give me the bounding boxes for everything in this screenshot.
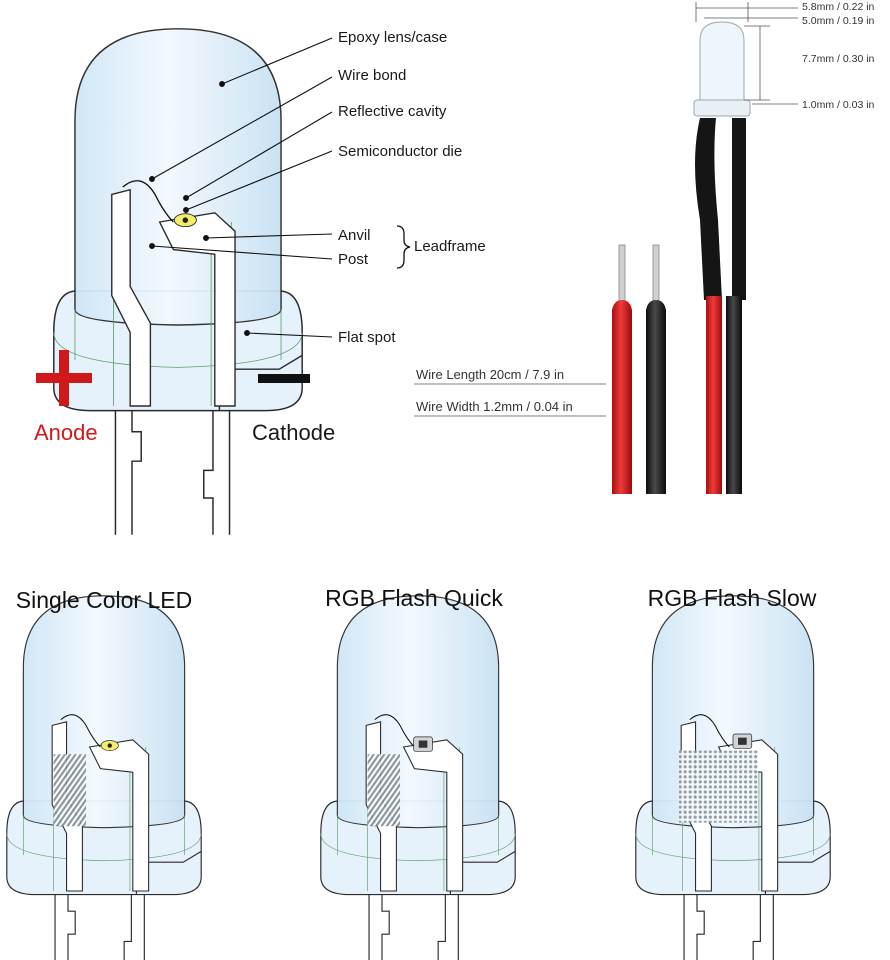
label-reflective-cavity: Reflective cavity bbox=[338, 103, 447, 120]
dimension-lines bbox=[414, 2, 798, 417]
label-cathode: Cathode bbox=[252, 420, 335, 445]
wired-led-photo bbox=[612, 21, 751, 494]
dimension-labels: 5.8mm / 0.22 in 5.0mm / 0.19 in 7.7mm / … bbox=[416, 1, 875, 414]
leadframe-brace bbox=[396, 225, 411, 269]
anatomy-pointers bbox=[149, 37, 333, 338]
dim-width-inner: 5.0mm / 0.19 in bbox=[802, 15, 875, 27]
dim-wire-width: Wire Width 1.2mm / 0.04 in bbox=[416, 399, 573, 414]
label-leadframe: Leadframe bbox=[414, 238, 486, 255]
cathode-symbol bbox=[258, 374, 310, 383]
title-rgb-flash-slow: RGB Flash Slow bbox=[648, 585, 817, 611]
anode-symbol bbox=[36, 350, 92, 406]
led-type-single bbox=[6, 595, 202, 960]
title-rgb-flash-quick: RGB Flash Quick bbox=[325, 585, 503, 611]
dim-flange: 1.0mm / 0.03 in bbox=[802, 99, 875, 111]
anatomy-led bbox=[53, 28, 303, 536]
label-epoxy: Epoxy lens/case bbox=[338, 29, 447, 46]
led-type-titles: Single Color LED RGB Flash Quick RGB Fla… bbox=[16, 585, 817, 613]
title-single-color: Single Color LED bbox=[16, 587, 192, 613]
label-post: Post bbox=[338, 251, 369, 268]
led-type-rgb-quick bbox=[320, 595, 516, 960]
dim-height: 7.7mm / 0.30 in bbox=[802, 53, 875, 65]
led-type-rgb-slow bbox=[635, 595, 831, 960]
label-anvil: Anvil bbox=[338, 227, 371, 244]
anatomy-labels: Epoxy lens/case Wire bond Reflective cav… bbox=[338, 29, 486, 346]
label-flat-spot: Flat spot bbox=[338, 329, 396, 346]
dim-wire-length: Wire Length 20cm / 7.9 in bbox=[416, 367, 564, 382]
dim-width-outer: 5.8mm / 0.22 in bbox=[802, 1, 875, 13]
label-wire-bond: Wire bond bbox=[338, 67, 406, 84]
label-anode: Anode bbox=[34, 420, 98, 445]
label-semiconductor-die: Semiconductor die bbox=[338, 143, 462, 160]
